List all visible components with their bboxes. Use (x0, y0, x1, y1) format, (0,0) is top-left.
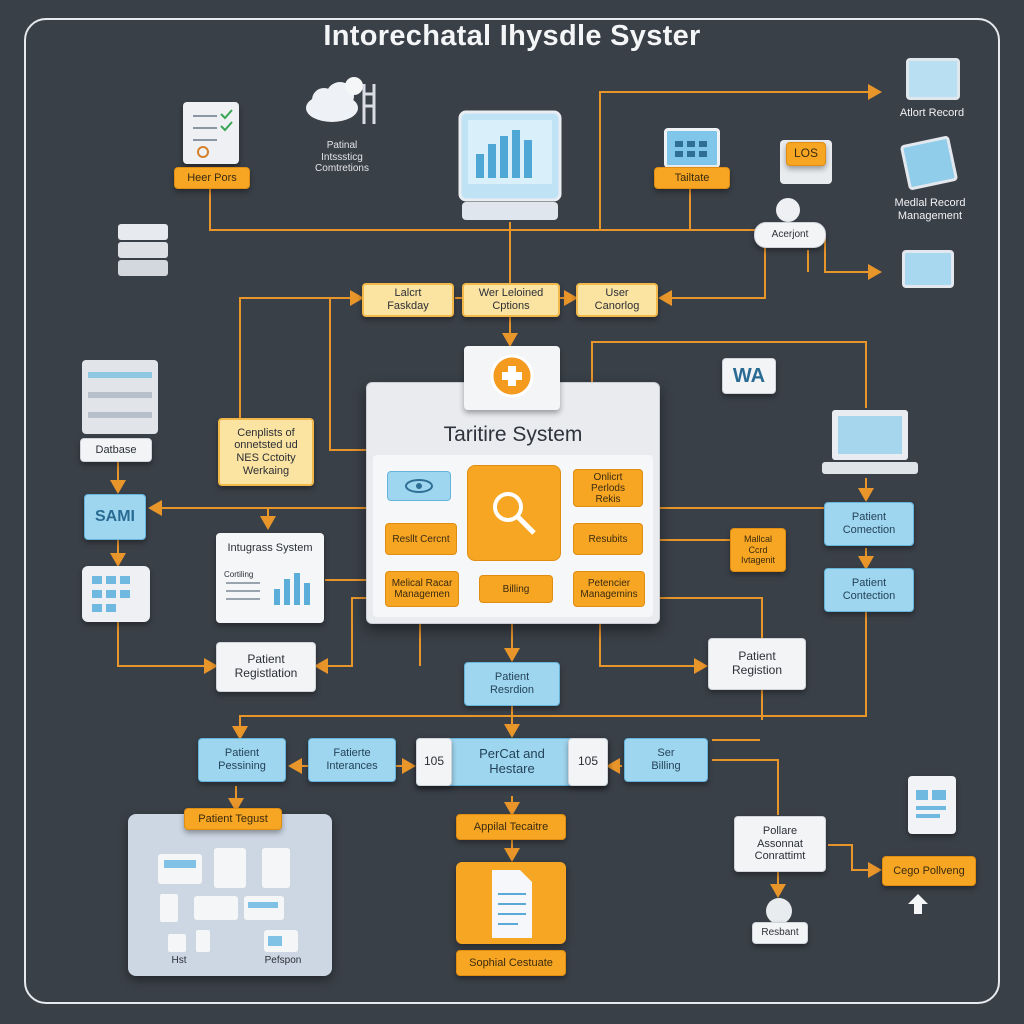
patient-tegust-panel: Hst Pefspon (128, 814, 332, 976)
arrow-up-icon (906, 892, 930, 916)
result-content-module[interactable]: Resllt Cercnt (385, 523, 457, 555)
medical-record-module[interactable]: Melical Racar Managemen (385, 571, 459, 607)
alert-record-label: Atlort Record (899, 107, 965, 119)
medical-card-box: Mallcal Ccrd Ivtagenit (730, 528, 786, 572)
medical-record-label: Medlal Record Management (894, 197, 966, 222)
patients-management-module[interactable]: Petencier Managemins (573, 571, 645, 607)
patient-connection-box-2: Patient Contection (824, 568, 914, 612)
fatient-interances-box: Fatierte Interances (308, 738, 396, 782)
sami-tile: SAMI (84, 494, 146, 540)
record-screen-icon (902, 250, 954, 288)
server-stack-icon (116, 222, 170, 278)
integration-subtitle: Cortiling (224, 570, 254, 579)
billing-module[interactable]: Billing (479, 575, 553, 603)
badge-105-left: 105 (416, 738, 452, 786)
cego-pollveng-box[interactable]: Cego Pollveng (882, 856, 976, 886)
patient-periods-module[interactable]: Onlicrt Perlods Rekis (573, 469, 643, 507)
lalcrt-faskday-box: Lalcrt Faskday (362, 283, 454, 317)
tailtate-box: Tailtate (654, 167, 730, 189)
assessment-box: Pollare Assonnat Conrattimt (734, 816, 826, 872)
los-badge: LOS (786, 142, 826, 166)
cloud-person-icon (302, 72, 382, 128)
central-modules-area: Onlicrt Perlods Rekis Resllt Cercnt Resu… (373, 455, 653, 617)
diagram-title: Intorechatal Ihysdle Syster (0, 20, 1024, 53)
cloud-label: Patinal Intsssticg Comtretions (315, 140, 369, 174)
database-server-icon (80, 358, 160, 462)
patient-registration-left: Patient Registlation (216, 642, 316, 692)
eye-icon (387, 471, 451, 501)
appilal-tecaitre-box: Appilal Tecaitre (456, 814, 566, 840)
integration-title: Intugrass System (227, 542, 313, 554)
laptop-icon (822, 408, 918, 478)
respond-icon (766, 898, 792, 924)
dashboard-icon (82, 566, 150, 622)
agent-icon (776, 198, 800, 222)
agent-box: Acerjont (754, 222, 826, 248)
integration-panel (216, 533, 324, 623)
complaints-box: Cenplists of onnetsted ud NES Cctoity We… (218, 418, 314, 486)
search-module-icon[interactable] (467, 465, 561, 561)
tablet-icon (664, 128, 720, 168)
report-icon (908, 776, 956, 834)
patient-pessining-box: Patient Pessining (198, 738, 286, 782)
document-collection-icon (158, 848, 298, 952)
patient-tegust-label: Patient Tegust (184, 808, 282, 830)
medical-cross-badge (464, 346, 560, 410)
central-system-title: Taritire System (443, 423, 583, 446)
document-icon (456, 862, 566, 944)
patient-registion-right: Patient Registion (708, 638, 806, 690)
ser-billing-box: Ser Billing (624, 738, 708, 782)
results-module[interactable]: Resubits (573, 523, 643, 555)
pefspon-label: Pefspon (264, 955, 302, 966)
hst-label: Hst (171, 955, 187, 966)
wa-tile: WA (722, 358, 776, 394)
central-system-panel: Taritire System Onlicrt Perlods Rekis Re… (366, 382, 660, 624)
badge-105-right: 105 (568, 738, 608, 786)
alert-monitor-icon (906, 58, 960, 100)
checklist-icon (183, 102, 239, 164)
database-label: Datbase (80, 438, 152, 462)
sophial-cestuate-box: Sophial Cestuate (456, 950, 566, 976)
resbant-box: Resbant (752, 922, 808, 944)
diagram-frame (24, 18, 1000, 1004)
monitor-chart-icon (458, 110, 562, 222)
patient-resrdion-box: Patient Resrdion (464, 662, 560, 706)
patient-connection-box-1: Patient Comection (824, 502, 914, 546)
options-box: Wer Leloined Cptions (462, 283, 560, 317)
heer-pors-box: Heer Pors (174, 167, 250, 189)
user-canorlog-box: User Canorlog (576, 283, 658, 317)
